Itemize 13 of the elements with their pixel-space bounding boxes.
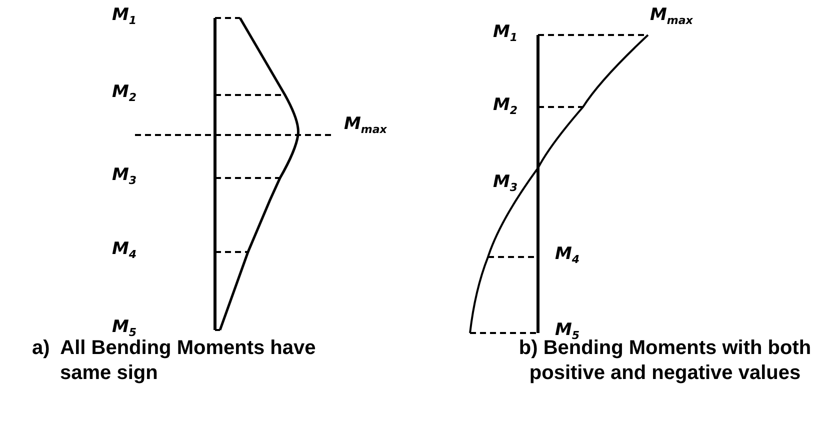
moment-label: M$_{max}$: [650, 4, 693, 30]
moment-label: M$_{2}$: [493, 94, 518, 120]
moment-label: M$_{max}$: [344, 114, 387, 138]
moment-label: M$_{1}$: [493, 22, 518, 46]
moment-label: M$_{3}$: [112, 164, 137, 190]
moment-label: M$_{4}$: [555, 244, 580, 268]
moment-label: M$_{2}$: [112, 82, 137, 106]
moment-label: M$_{1}$: [112, 4, 137, 30]
moment-label: M$_{5}$: [112, 316, 137, 340]
moment-label: M$_{5}$: [555, 320, 580, 342]
moment-label: M$_{3}$: [493, 172, 518, 196]
moment-label: M$_{4}$: [112, 238, 137, 264]
caption: a) All Bending Moments have same sign: [32, 336, 317, 386]
